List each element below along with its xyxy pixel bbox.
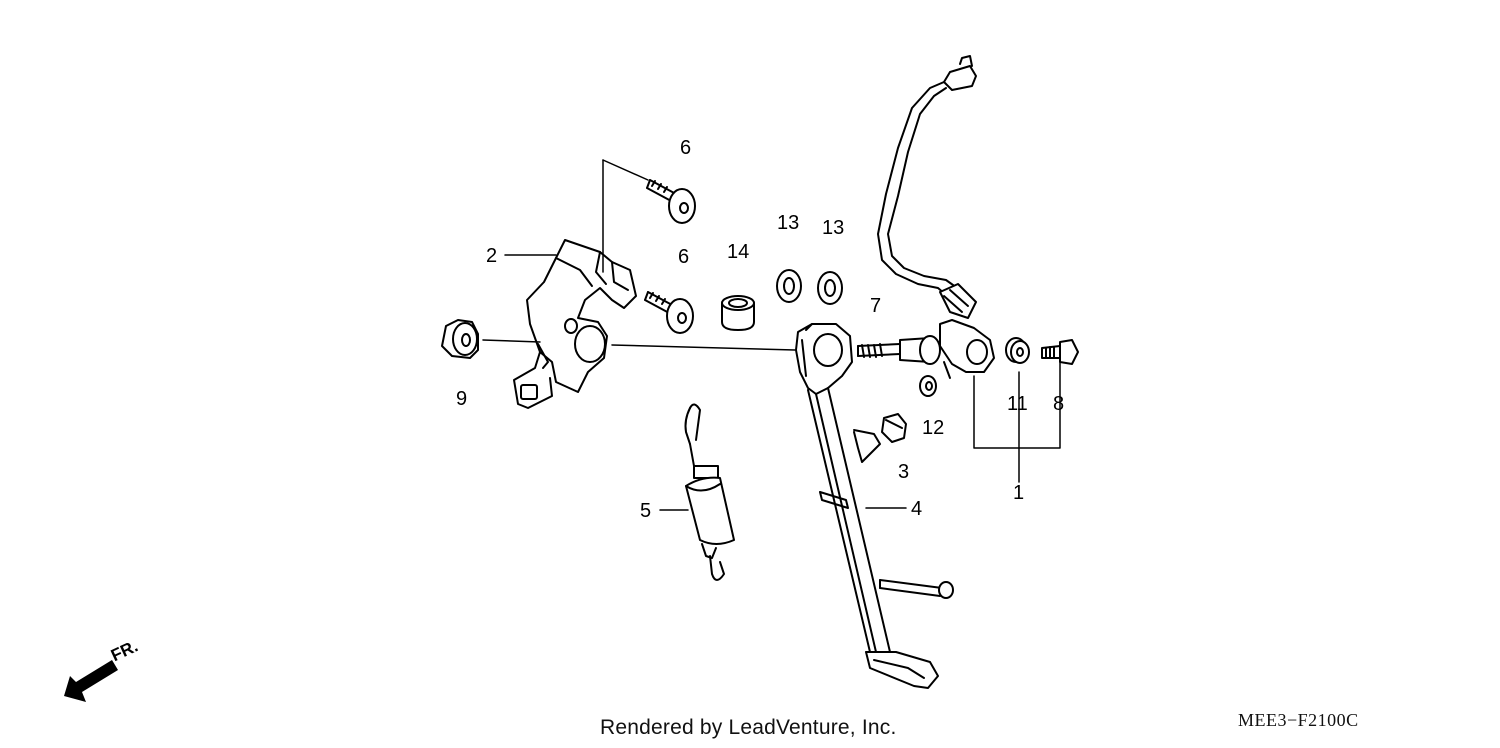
part-11-washer [1005,337,1030,364]
part-13-washer-b [817,271,843,305]
callout-12: 12 [922,417,944,439]
part-1-switch-assembly [877,55,995,379]
callout-2: 2 [486,245,497,267]
callout-3: 3 [898,461,909,483]
part-6-bolt-upper [646,179,696,224]
part-5-spring [684,403,735,581]
callout-7: 7 [870,295,881,317]
callout-6-upper: 6 [680,137,691,159]
part-8-bolt [1041,339,1079,365]
part-13-washer-a [776,269,802,303]
callout-6-lower: 6 [678,246,689,268]
callout-11: 11 [1007,393,1028,415]
diagram-code: MEE3−F2100C [1238,710,1359,730]
leader-lines [482,159,1061,511]
front-arrow-icon [64,660,118,702]
part-4-side-stand [795,323,954,689]
callout-5: 5 [640,500,651,522]
part-2-bracket [513,239,637,409]
callout-4: 4 [911,498,922,520]
callout-13-b: 13 [822,217,844,239]
part-14-collar [721,295,755,331]
part-9-nut [441,319,479,359]
render-credit: Rendered by LeadVenture, Inc. [600,716,897,739]
part-12-nut [919,375,937,397]
callout-1: 1 [1013,482,1024,504]
callouts: 1 2 3 4 5 6 6 7 8 9 11 12 13 13 14 [456,137,1064,522]
part-7-pivot-bolt [857,335,941,365]
callout-13-a: 13 [777,212,799,234]
callout-14: 14 [727,241,749,263]
callout-8: 8 [1053,393,1064,415]
part-3-cap [881,413,907,443]
part-6-bolt-lower [644,291,694,334]
callout-9: 9 [456,388,467,410]
